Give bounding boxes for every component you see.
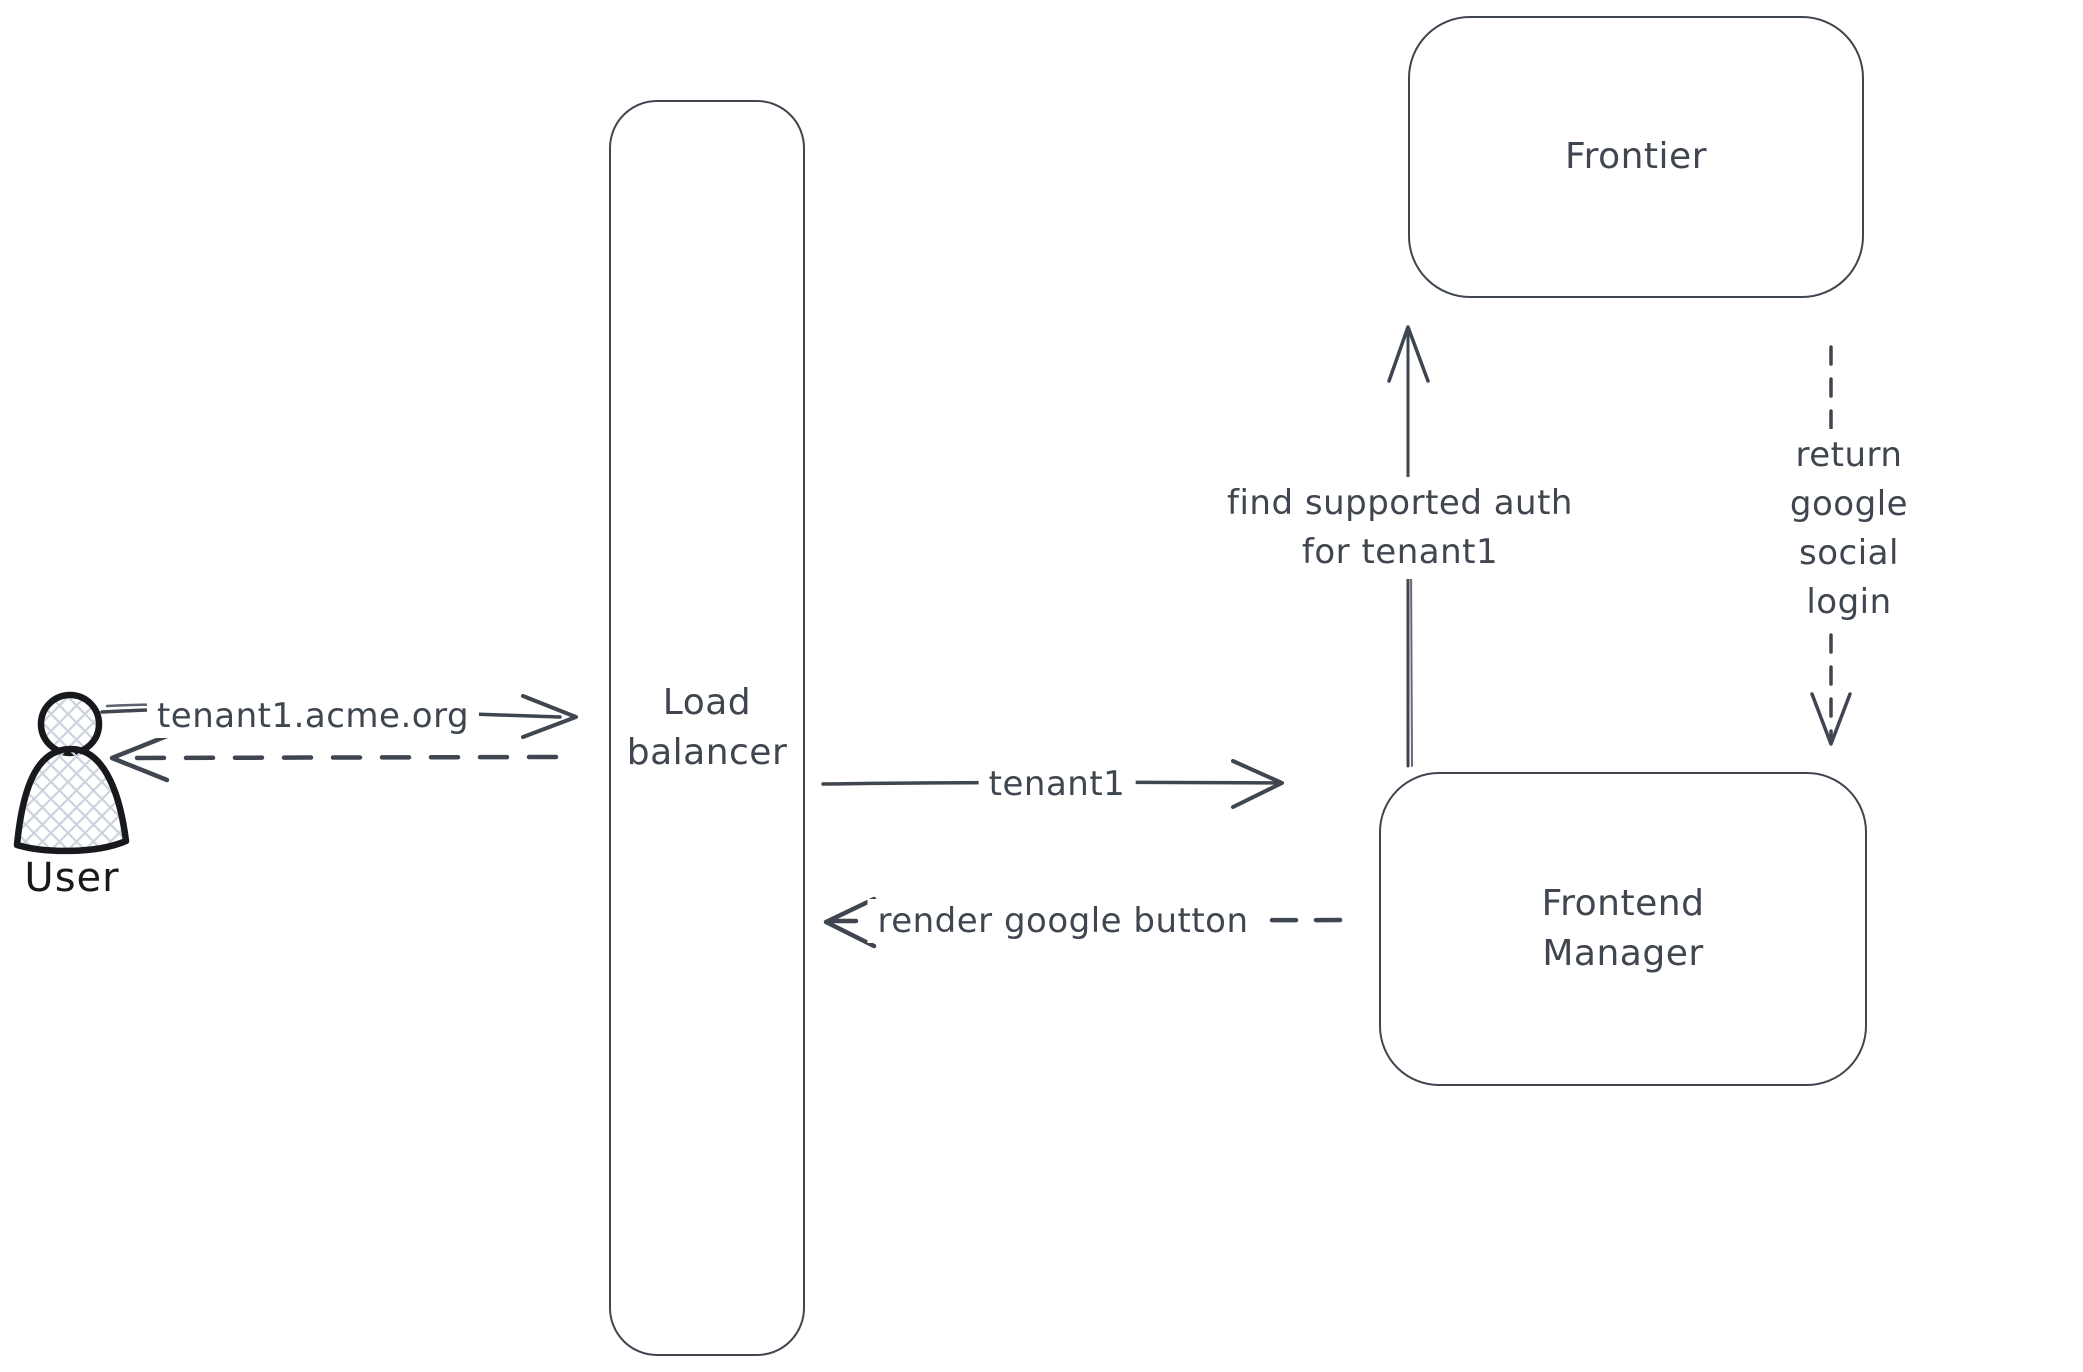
render-button-arrowhead — [823, 896, 877, 949]
find-auth-label-line1: find supported auth — [1227, 483, 1573, 523]
find-auth-label-line2: for tenant1 — [1301, 532, 1499, 572]
response-to-user-arrowhead — [109, 733, 170, 783]
return-login-arrow-label: return google social login — [1732, 429, 1966, 629]
frontend-manager-label-line2: Manager — [1542, 933, 1704, 974]
frontier-label-text: Frontier — [1564, 136, 1707, 177]
response-to-user-arrow — [109, 733, 559, 783]
load-balancer-node: Load balancer — [609, 100, 805, 1356]
frontier-label: Frontier — [1565, 132, 1707, 182]
tenant1-arrow-label: tenant1 — [978, 762, 1136, 806]
return-login-label-line2: login — [1806, 582, 1892, 622]
return-login-arrowhead — [1810, 692, 1852, 746]
request-arrowhead — [521, 694, 578, 739]
render-button-arrow-label: render google button — [867, 899, 1259, 943]
user-label: User — [24, 855, 120, 901]
request-arrow-label: tenant1.acme.org — [146, 694, 480, 738]
tenant1-arrowhead — [1231, 759, 1284, 809]
frontend-manager-label: Frontend Manager — [1542, 879, 1705, 979]
load-balancer-label-line2: balancer — [626, 732, 788, 773]
load-balancer-label: Load balancer — [627, 678, 788, 778]
find-auth-arrow-label: find supported auth for tenant1 — [1213, 477, 1587, 579]
return-login-label-line1: return google social — [1789, 435, 1909, 573]
load-balancer-label-line1: Load — [662, 682, 752, 723]
frontend-manager-label-line1: Frontend — [1541, 883, 1705, 924]
frontier-node: Frontier — [1408, 16, 1864, 298]
find-auth-arrowhead — [1387, 325, 1430, 383]
user-person-icon — [13, 691, 130, 855]
frontend-manager-node: Frontend Manager — [1379, 772, 1867, 1086]
